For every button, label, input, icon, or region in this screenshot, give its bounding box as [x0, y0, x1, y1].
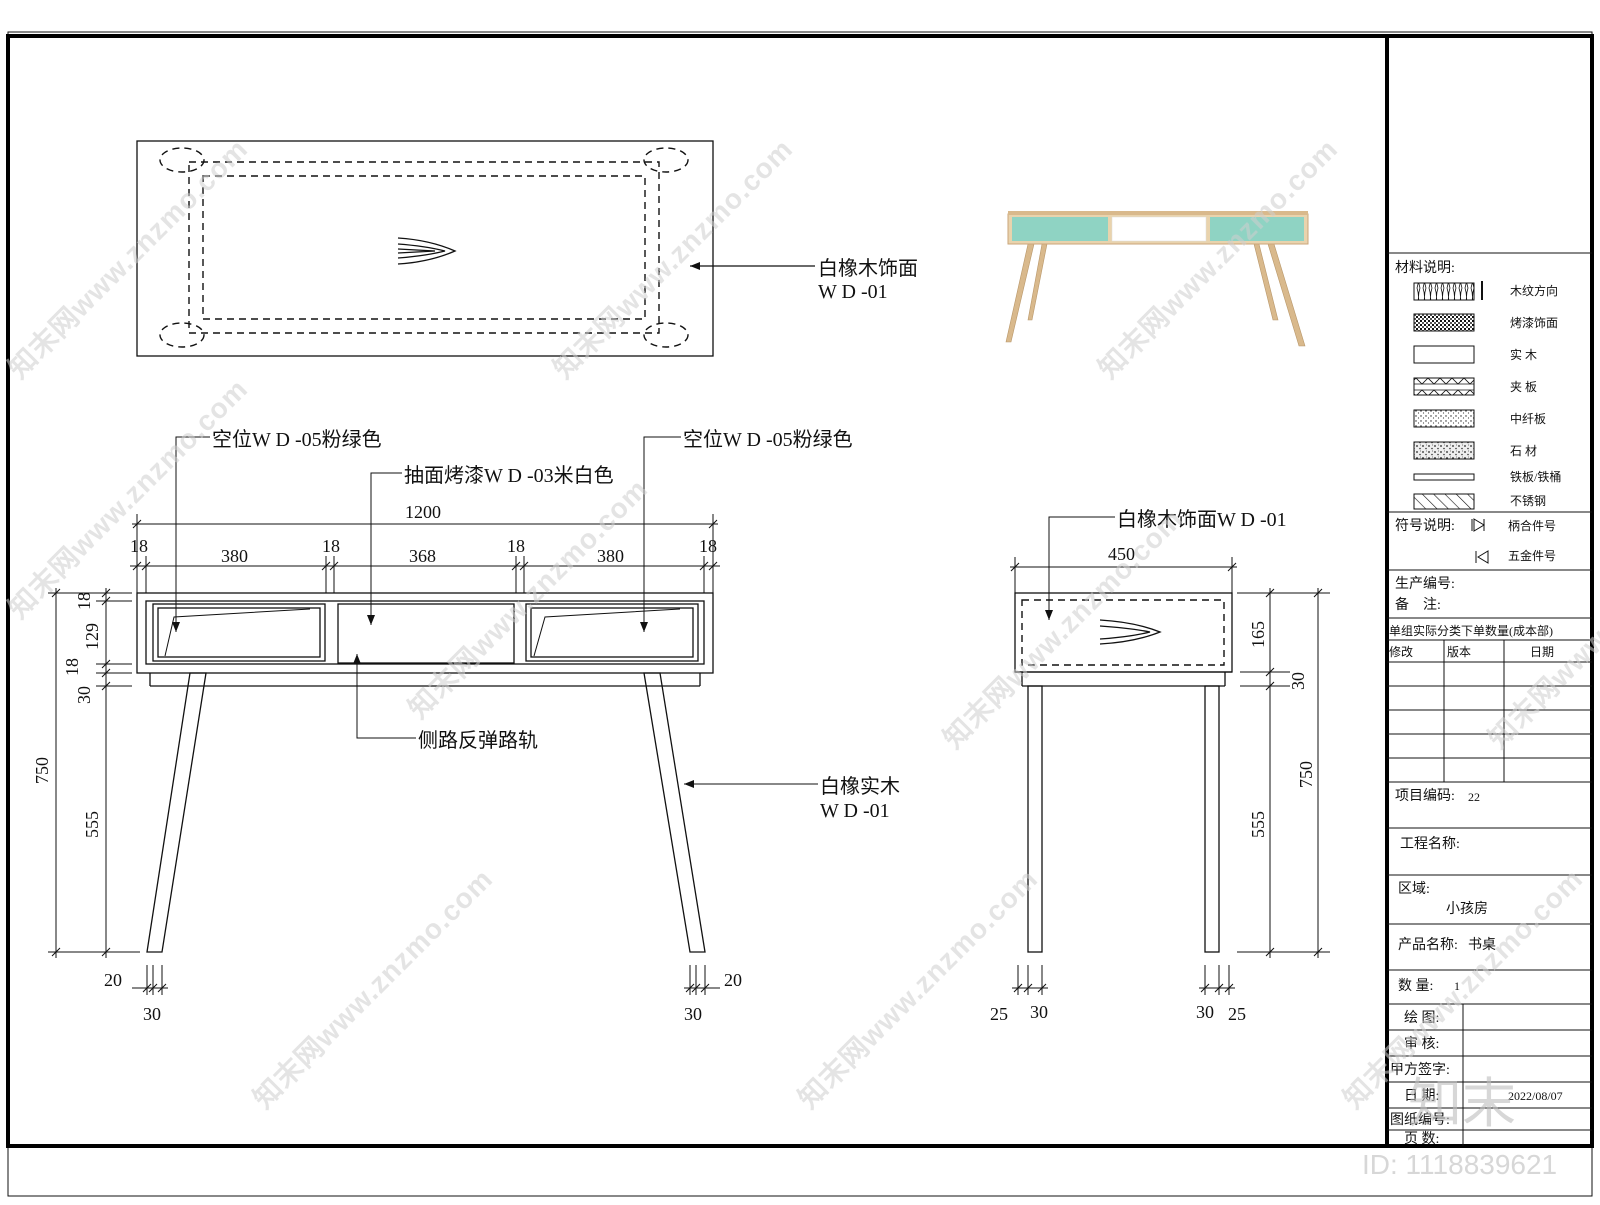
outer-border — [7, 31, 1593, 1197]
symbol-title: 符号说明: — [1395, 518, 1455, 534]
remark-label: 备 注: — [1395, 596, 1441, 613]
dim-side-total-height: 750 — [1296, 761, 1316, 788]
legend-item-plywood: 夹 板 — [1510, 380, 1537, 394]
date-label: 日 期: — [1404, 1088, 1439, 1104]
side-leaders — [1010, 516, 1330, 995]
project-code-label: 项目编码: — [1395, 788, 1455, 804]
dim-bottom-thickness: 18 — [62, 658, 82, 676]
qty-value: 1 — [1454, 979, 1460, 993]
legend-item-stainless: 不锈钢 — [1510, 494, 1546, 508]
dim-side-leg-left-width: 30 — [1030, 1002, 1048, 1022]
front-leaders — [172, 436, 818, 788]
order-label: 单组实际分类下单数量(成本部) — [1389, 623, 1553, 638]
plan-view — [136, 140, 815, 357]
legend-item-mdf: 中纤板 — [1510, 411, 1546, 426]
right-slot-label: 空位W D -05粉绿色 — [683, 428, 853, 451]
dim-leg-foot-right: 20 — [724, 970, 742, 990]
leg-material-label: 白橡实木 — [820, 775, 900, 798]
watermark-text: 知末网www.znzmo.com — [792, 862, 1044, 1114]
front-elevation — [136, 592, 714, 953]
page-label: 页 数: — [1404, 1131, 1439, 1147]
client-sign-label: 甲方签字: — [1390, 1061, 1450, 1078]
watermark-text: 知末网www.znzmo.com — [547, 132, 799, 384]
front-vertical-dims — [48, 588, 720, 995]
dim-side-right: 18 — [699, 536, 717, 556]
title-block-lines — [1387, 252, 1592, 1146]
dim-slot-right: 380 — [597, 546, 624, 566]
drawing-no-label: 图纸编号: — [1390, 1112, 1450, 1128]
dim-side-leg-left-offset: 25 — [990, 1004, 1008, 1024]
leg-material-code: W D -01 — [820, 800, 890, 822]
plan-material-label: 白橡木饰面 — [818, 257, 918, 280]
dim-slot-left: 380 — [221, 546, 248, 566]
watermark-text: 知末网www.znzmo.com — [2, 132, 254, 384]
dim-total-width: 1200 — [405, 502, 441, 522]
dim-drawer: 368 — [409, 546, 436, 566]
checked-label: 审 核: — [1404, 1036, 1439, 1052]
dim-apron: 30 — [74, 686, 94, 704]
watermark-layer: 知末网www.znzmo.com 知末网www.znzmo.com 知末网www… — [2, 132, 1600, 1180]
dim-leg-top-right: 30 — [684, 1004, 702, 1024]
left-slot-label: 空位W D -05粉绿色 — [212, 428, 382, 451]
legend-item-stone: 石 材 — [1510, 444, 1537, 458]
plan-material-code: W D -01 — [818, 281, 888, 303]
legend-title: 材料说明: — [1395, 260, 1455, 276]
dim-side-cabinet: 165 — [1248, 621, 1268, 648]
production-no-label: 生产编号: — [1395, 576, 1455, 592]
dim-side-leg-right-offset: 25 — [1228, 1004, 1246, 1024]
area-label: 区域: — [1398, 881, 1430, 897]
legend-item-steel: 铁板/铁桶 — [1510, 469, 1561, 484]
rev-header-version: 版本 — [1447, 645, 1471, 659]
watermark-text: 知末网www.znzmo.com — [1092, 132, 1344, 384]
legend-swatches — [1413, 281, 1489, 564]
front-dim-lines — [130, 514, 720, 593]
side-elevation — [1014, 592, 1233, 953]
dim-side-apron: 30 — [1288, 672, 1308, 690]
legend-item-wood-grain: 木纹方向 — [1510, 283, 1558, 298]
dim-side-leg-height: 555 — [1248, 811, 1268, 838]
dim-opening-height: 129 — [82, 623, 102, 650]
product-label: 产品名称: — [1398, 937, 1458, 953]
watermark-brand: 知末 — [1408, 1074, 1516, 1134]
dim-leg-foot-left: 20 — [104, 970, 122, 990]
dim-leg-height: 555 — [82, 811, 102, 838]
dim-divider-right: 18 — [507, 536, 525, 556]
date-value: 2022/08/07 — [1508, 1089, 1563, 1103]
dim-side-depth: 450 — [1108, 544, 1135, 564]
legend-item-lacquer: 烤漆饰面 — [1510, 315, 1558, 330]
watermark-text: 知末网www.znzmo.com — [2, 372, 254, 624]
project-code-value: 22 — [1468, 790, 1480, 804]
symbol-item-hardware: 五金件号 — [1508, 548, 1556, 563]
watermark-text: 知末网www.znzmo.com — [247, 862, 499, 1114]
perspective-preview — [1005, 211, 1309, 347]
drawn-label: 绘 图: — [1404, 1010, 1439, 1026]
drawer-face-label: 抽面烤漆W D -03米白色 — [404, 464, 614, 487]
project-name-label: 工程名称: — [1400, 836, 1460, 852]
symbol-item-handle: 柄合件号 — [1508, 518, 1556, 533]
rev-header-modify: 修改 — [1389, 644, 1413, 659]
dim-divider-left: 18 — [322, 536, 340, 556]
dim-leg-top-left: 30 — [143, 1004, 161, 1024]
product-value: 书桌 — [1468, 937, 1496, 953]
dim-total-height: 750 — [32, 757, 52, 784]
rev-header-date: 日期 — [1530, 645, 1554, 659]
drawing-frame — [6, 34, 1594, 1148]
side-material-label: 白橡木饰面W D -01 — [1117, 508, 1287, 531]
dim-top-thickness: 18 — [74, 592, 94, 610]
dim-side-left: 18 — [130, 536, 148, 556]
drawer-rail-label: 侧路反弹路轨 — [418, 729, 538, 752]
qty-label: 数 量: — [1398, 978, 1433, 994]
legend-item-solid-wood: 实 木 — [1510, 347, 1537, 362]
dim-side-leg-right-width: 30 — [1196, 1002, 1214, 1022]
watermark-id: ID: 1118839621 — [1362, 1149, 1557, 1180]
area-value: 小孩房 — [1446, 901, 1488, 917]
